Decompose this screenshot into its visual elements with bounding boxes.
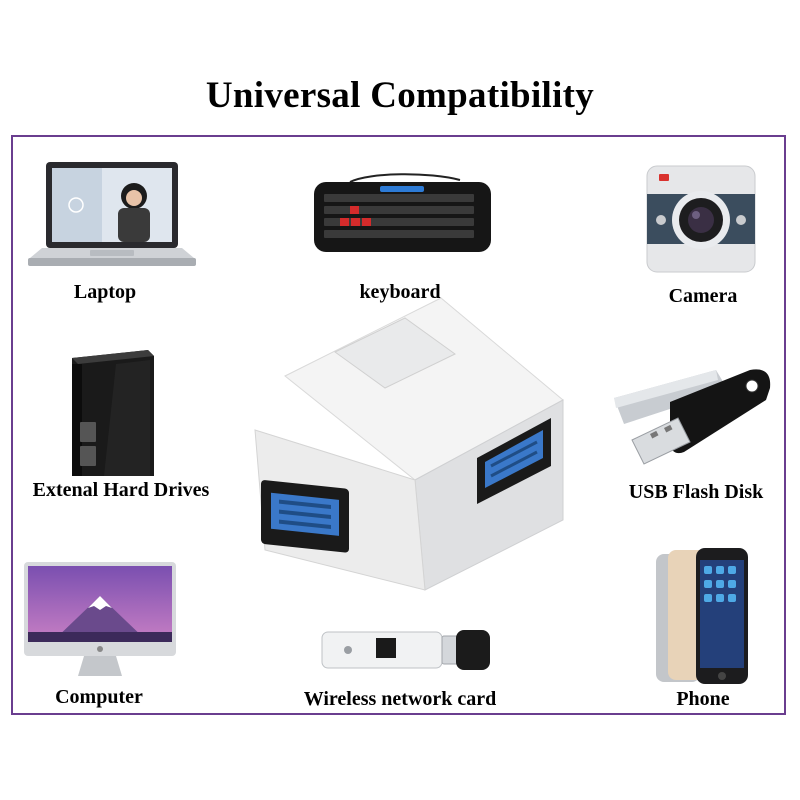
computer-label: Computer (55, 686, 143, 708)
computer-image (24, 562, 176, 676)
wireless-card-image (321, 630, 490, 670)
usb-keystone-coupler-image (254, 297, 564, 591)
flash-disk-image (614, 369, 771, 465)
laptop-label: Laptop (73, 281, 137, 303)
page-title: Universal Compatibility (205, 75, 595, 116)
frame-border (11, 135, 786, 715)
camera-label: Camera (668, 285, 738, 307)
laptop-image (28, 162, 196, 266)
wireless-card-label: Wireless network card (303, 688, 497, 710)
hard-drive-label: Extenal Hard Drives (32, 479, 210, 501)
camera-image (646, 165, 756, 273)
keyboard-label: keyboard (359, 281, 441, 303)
phone-image (656, 548, 748, 684)
hard-drive-image (72, 350, 154, 476)
keyboard-image (314, 173, 491, 252)
flash-disk-label: USB Flash Disk (628, 481, 764, 503)
phone-label: Phone (676, 688, 730, 710)
